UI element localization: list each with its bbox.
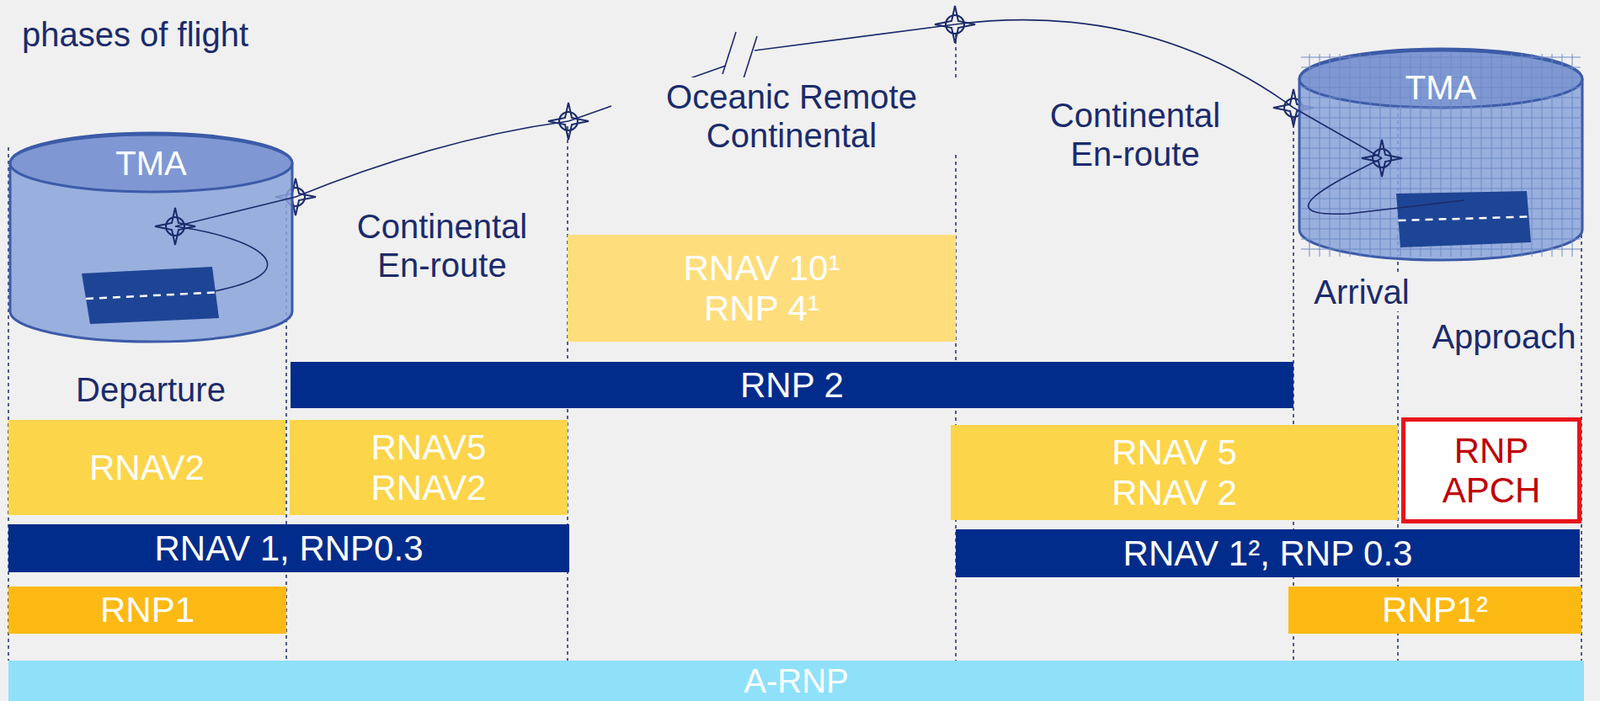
phase-label: Continental En-route xyxy=(1026,96,1244,174)
phase-label: Oceanic Remote Continental xyxy=(611,77,972,155)
phase-label: Arrival xyxy=(1310,272,1413,312)
pbn-band: RNAV 10¹RNP 4¹ xyxy=(567,234,956,342)
nav-spec-text: RNAV 1, RNP0.3 xyxy=(154,528,424,569)
pbn-band: A-RNP xyxy=(8,661,1584,701)
tma-cylinder: TMA xyxy=(1297,48,1584,262)
nav-spec-text: RNP 4¹ xyxy=(704,288,820,329)
runway xyxy=(1396,191,1531,248)
flight-path xyxy=(295,20,1294,198)
pbn-band: RNAV 1, RNP0.3 xyxy=(8,524,570,573)
grid-texture xyxy=(1301,53,1581,257)
flight-path xyxy=(1293,107,1382,159)
pbn-band: RNP APCH xyxy=(1401,417,1582,524)
nav-spec-text: RNP1 xyxy=(100,590,195,630)
pbn-band: RNAV 5RNAV 2 xyxy=(950,425,1398,521)
waypoint-symbol xyxy=(154,208,196,246)
phase-label: Continental En-route xyxy=(333,207,551,285)
flight-path xyxy=(175,197,296,227)
tma-cylinder: TMA xyxy=(8,133,294,344)
pbn-band: RNP1² xyxy=(1288,586,1582,635)
nav-spec-text: RNP 2 xyxy=(740,365,844,406)
nav-spec-text: RNAV 1², RNP 0.3 xyxy=(1123,533,1414,574)
nav-spec-text: RNAV2 xyxy=(371,468,487,508)
phase-divider xyxy=(8,33,1582,662)
cylinder-body xyxy=(1299,48,1583,261)
nav-spec-text: RNAV 2 xyxy=(1111,473,1238,513)
pbn-band: RNAV2 xyxy=(8,420,286,516)
pbn-band: RNAV5RNAV2 xyxy=(289,420,568,516)
waypoint-symbol xyxy=(1361,139,1403,177)
cylinder-body xyxy=(10,133,293,342)
phase-label: Departure xyxy=(72,370,230,410)
nav-spec-text: RNAV 5 xyxy=(1111,432,1238,473)
flight-path xyxy=(175,226,268,292)
runway-centreline xyxy=(85,293,216,300)
phase-label: phases of flight xyxy=(18,15,252,54)
pbn-band: RNAV 1², RNP 0.3 xyxy=(955,529,1580,578)
waypoint-symbol xyxy=(275,5,1314,216)
cylinder-top xyxy=(10,134,293,192)
nav-spec-text: RNAV2 xyxy=(89,448,205,488)
nav-spec-text: RNAV 10¹ xyxy=(683,248,841,288)
area-label: TMA xyxy=(115,144,187,183)
area-label: TMA xyxy=(1405,69,1477,107)
phase-label: Approach xyxy=(1428,317,1579,357)
nav-spec-text: RNAV5 xyxy=(371,427,487,468)
nav-spec-text: RNP1² xyxy=(1381,590,1488,630)
runway xyxy=(81,266,219,325)
nav-spec-text: RNP APCH xyxy=(1428,431,1555,511)
runway-centreline xyxy=(1398,217,1530,222)
nav-spec-text: A-RNP xyxy=(743,662,848,701)
pbn-band: RNP 2 xyxy=(290,362,1294,409)
pbn-band: RNP1 xyxy=(8,586,287,635)
